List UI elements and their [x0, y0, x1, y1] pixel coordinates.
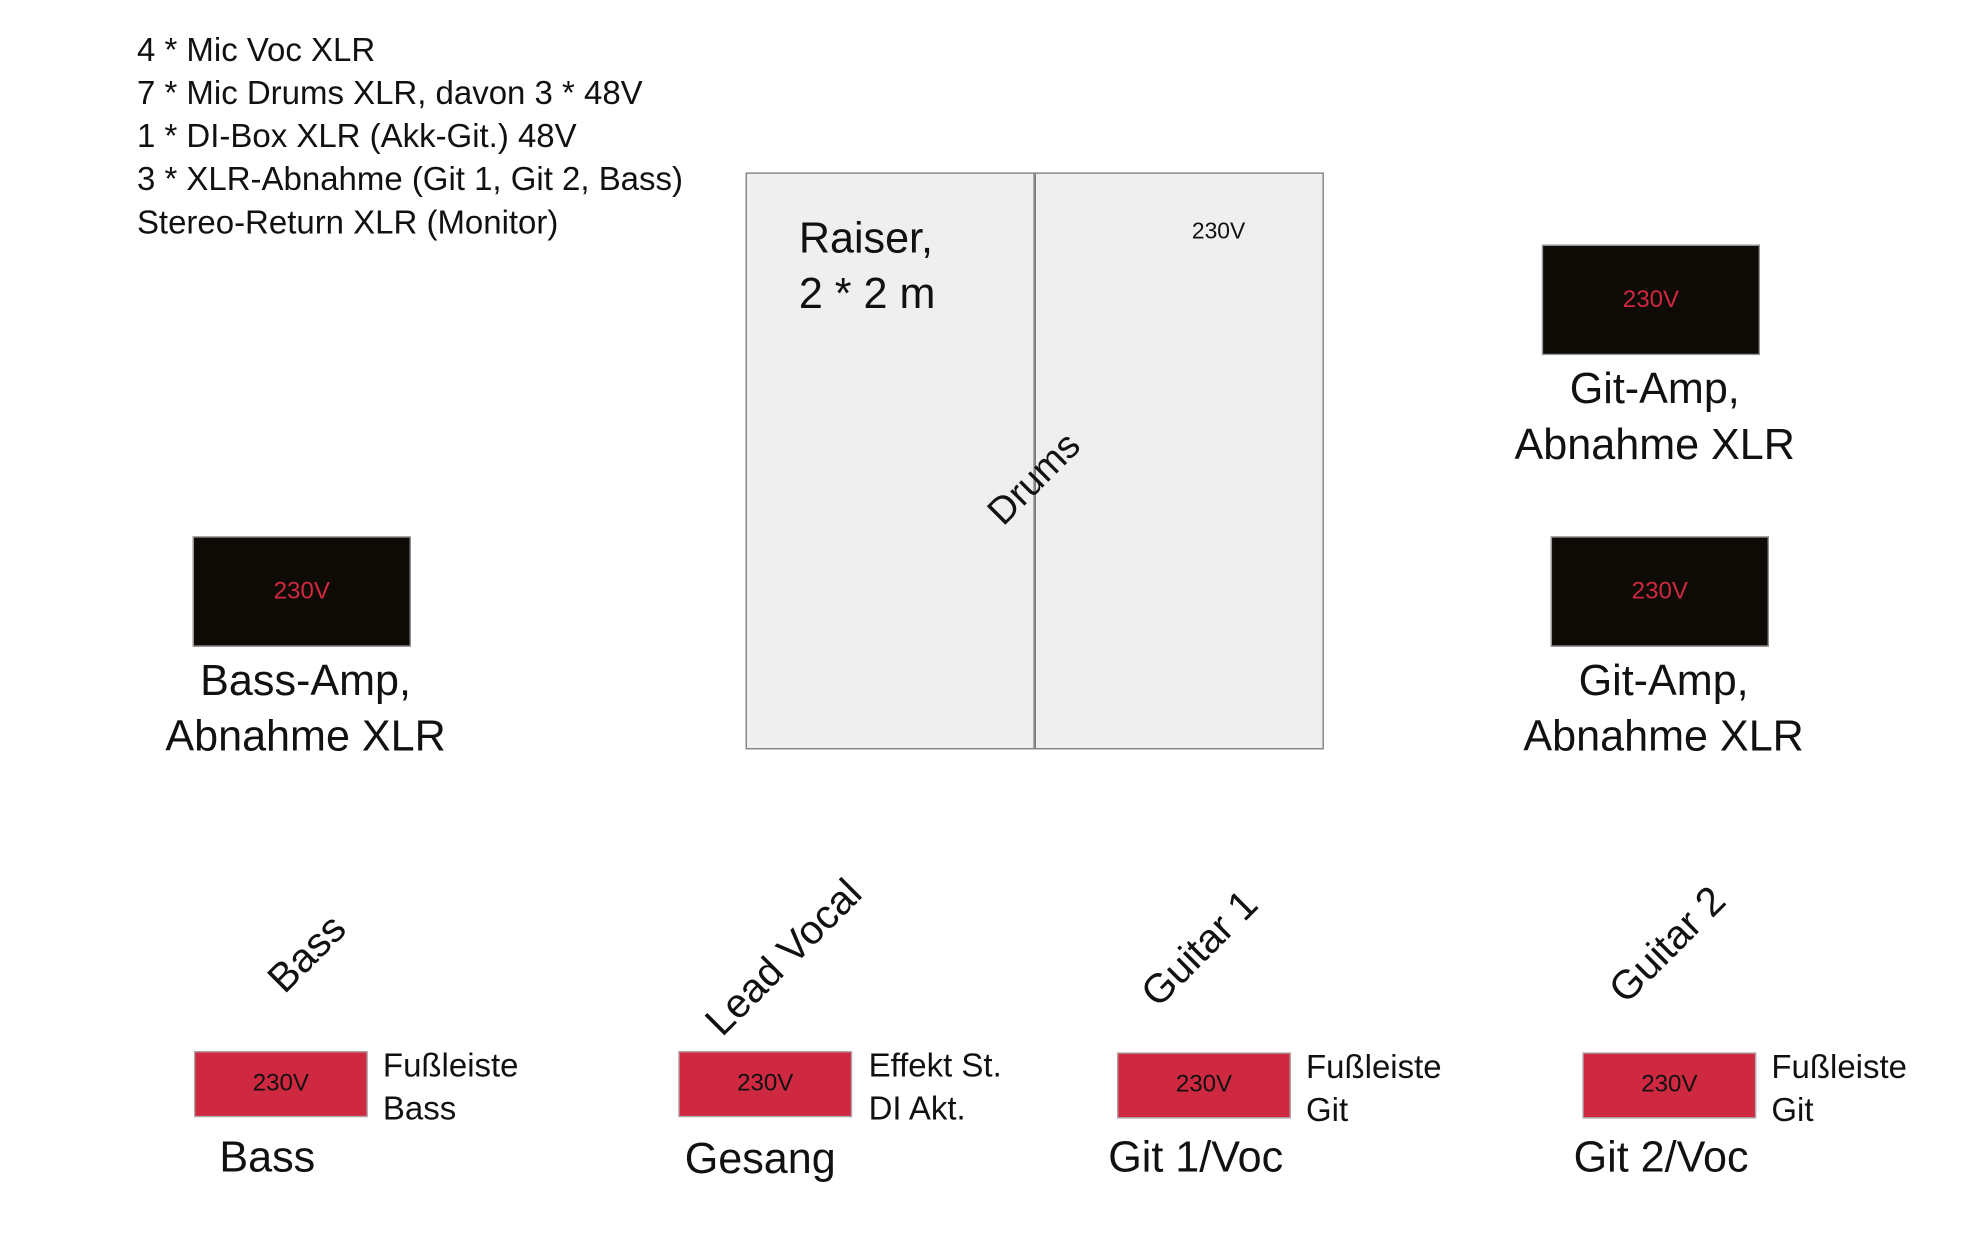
input-list-item: 3 * XLR-Abnahme (Git 1, Git 2, Bass): [136, 159, 683, 198]
note-line: Git: [1771, 1090, 1814, 1129]
power-strip-vocal: 230V: [678, 1051, 853, 1118]
amp-label-line1: Git-Amp,: [1569, 365, 1740, 414]
git-amp-1-label: Git-Amp, Abnahme XLR: [1465, 361, 1845, 473]
role-guitar-2: Guitar 2: [1599, 877, 1735, 1012]
note-line: Git: [1306, 1090, 1349, 1129]
bass-amp: 230V: [192, 536, 411, 647]
riser-power: 230V: [1191, 218, 1246, 244]
amp-label-line2: Abnahme XLR: [1523, 712, 1804, 761]
note-line: Fußleiste: [1771, 1047, 1907, 1086]
riser-label: Raiser, 2 * 2 m: [799, 210, 936, 322]
amp-power: 230V: [273, 577, 330, 605]
input-list-item: 4 * Mic Voc XLR: [136, 30, 376, 69]
riser-label-line1: Raiser,: [798, 214, 934, 263]
amp-label-line2: Abnahme XLR: [165, 712, 446, 761]
role-guitar-1: Guitar 1: [1131, 880, 1267, 1016]
power-label: 230V: [737, 1070, 794, 1097]
role-lead-vocal: Lead Vocal: [696, 869, 871, 1045]
bass-amp-label: Bass-Amp, Abnahme XLR: [115, 653, 495, 765]
amp-power: 230V: [1622, 285, 1680, 313]
git-amp-1: 230V: [1541, 244, 1760, 356]
amp-label-line2: Abnahme XLR: [1514, 420, 1795, 470]
power-note-vocal: Effekt St. DI Akt.: [869, 1044, 1002, 1130]
note-line: Effekt St.: [868, 1046, 1002, 1085]
riser-label-line2: 2 * 2 m: [798, 270, 936, 319]
power-label: 230V: [1175, 1071, 1233, 1099]
power-strip-guitar-1: 230V: [1117, 1052, 1291, 1119]
power-strip-bass: 230V: [194, 1051, 368, 1118]
amp-label-line1: Git-Amp,: [1578, 656, 1749, 706]
position-name-vocal: Gesang: [684, 1134, 836, 1184]
position-name-guitar-1: Git 1/Voc: [1108, 1133, 1284, 1182]
position-name-guitar-2: Git 2/Voc: [1573, 1133, 1749, 1182]
role-bass: Bass: [258, 905, 355, 1002]
input-list: 4 * Mic Voc XLR 7 * Mic Drums XLR, davon…: [137, 28, 683, 244]
note-line: Fußleiste: [382, 1046, 519, 1085]
power-label: 230V: [252, 1070, 309, 1097]
riser-right-panel: [1034, 172, 1324, 750]
amp-label-line1: Bass-Amp,: [200, 656, 411, 706]
git-amp-2: 230V: [1550, 536, 1769, 647]
power-strip-guitar-2: 230V: [1582, 1052, 1757, 1119]
position-name-bass: Bass: [219, 1133, 316, 1182]
note-line: Bass: [382, 1089, 457, 1128]
note-line: DI Akt.: [868, 1089, 966, 1128]
input-list-item: 7 * Mic Drums XLR, davon 3 * 48V: [136, 73, 643, 112]
amp-power: 230V: [1631, 577, 1688, 605]
input-list-item: Stereo-Return XLR (Monitor): [136, 202, 559, 241]
note-line: Fußleiste: [1306, 1047, 1442, 1086]
git-amp-2-label: Git-Amp, Abnahme XLR: [1473, 653, 1853, 765]
input-list-item: 1 * DI-Box XLR (Akk-Git.) 48V: [136, 116, 577, 155]
riser-left-panel: [745, 172, 1035, 750]
power-label: 230V: [1641, 1071, 1698, 1099]
